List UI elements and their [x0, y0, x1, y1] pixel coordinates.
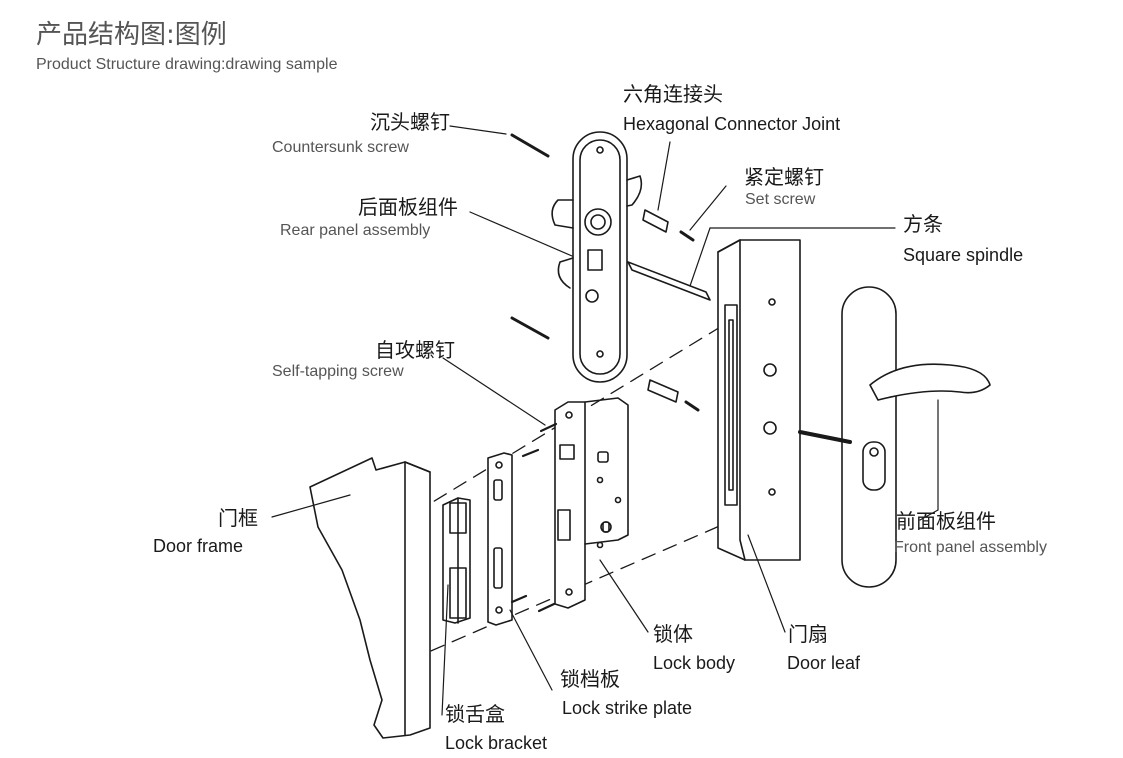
- label-strike-plate-en: Lock strike plate: [562, 698, 693, 718]
- lock-body-part: [554, 397, 629, 609]
- door-leaf-part: [717, 239, 801, 561]
- self-tapping-screws-part: [510, 422, 558, 613]
- page-subtitle: Product Structure drawing:drawing sample: [36, 56, 338, 73]
- label-lock-body-cn: 锁体: [653, 622, 693, 646]
- label-bracket-cn: 锁舌盒: [445, 702, 505, 726]
- label-strike-plate-cn: 锁档板: [560, 667, 620, 691]
- label-front-panel-en: Front panel assembly: [894, 539, 1047, 556]
- label-door-frame-cn: 门框: [218, 506, 258, 530]
- label-door-frame-en: Door frame: [153, 536, 244, 556]
- label-door-leaf-en: Door leaf: [787, 653, 861, 673]
- label-rear-panel-en: Rear panel assembly: [280, 222, 431, 239]
- label-lock-body-en: Lock body: [653, 653, 736, 673]
- label-spindle-cn: 方条: [903, 212, 943, 236]
- label-hex-joint-en: Hexagonal Connector Joint: [623, 114, 841, 134]
- label-bracket-en: Lock bracket: [445, 733, 548, 753]
- alignment-lines: [394, 314, 746, 661]
- door-frame-part: [309, 457, 431, 739]
- front-panel-part: [798, 286, 991, 588]
- leader-lines: [271, 125, 939, 716]
- rear-panel-part: [551, 131, 643, 383]
- label-spindle-en: Square spindle: [903, 245, 1024, 265]
- countersunk-screws-part: [510, 133, 550, 340]
- label-countersunk-cn: 沉头螺钉: [370, 110, 450, 134]
- square-spindle-part: [627, 261, 711, 301]
- label-set-screw-cn: 紧定螺钉: [744, 165, 824, 189]
- label-front-panel-cn: 前面板组件: [896, 509, 996, 533]
- label-set-screw-en: Set screw: [745, 191, 816, 208]
- label-rear-panel-cn: 后面板组件: [358, 195, 458, 219]
- page-title: 产品结构图:图例: [36, 20, 227, 50]
- label-self-tap-cn: 自攻螺钉: [375, 338, 455, 362]
- label-self-tap-en: Self-tapping screw: [272, 363, 404, 380]
- label-hex-joint-cn: 六角连接头: [623, 82, 723, 106]
- label-door-leaf-cn: 门扇: [788, 622, 828, 646]
- lock-bracket-part: [442, 497, 471, 624]
- set-screws-part: [679, 230, 700, 412]
- strike-plate-part: [487, 452, 513, 626]
- label-countersunk-en: Countersunk screw: [272, 139, 409, 156]
- hex-joints-part: [642, 209, 679, 403]
